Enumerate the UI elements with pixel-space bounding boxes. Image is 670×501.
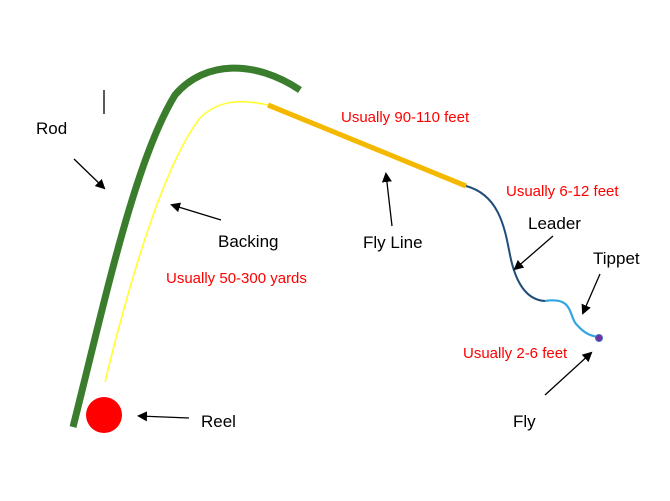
fly-arrow xyxy=(544,351,593,396)
fly-line-label: Fly Line xyxy=(363,233,423,252)
reel-label: Reel xyxy=(201,412,236,431)
leader-line xyxy=(465,185,546,302)
leader-label: Leader xyxy=(528,214,581,233)
tippet-label: Tippet xyxy=(593,249,640,268)
fly-line-length-note: Usually 90-110 feet xyxy=(341,109,470,126)
backing-label: Backing xyxy=(218,232,278,251)
rod xyxy=(69,64,302,428)
rod-arrow xyxy=(73,158,106,190)
backing-arrow xyxy=(170,202,222,221)
tippet-line xyxy=(544,299,599,339)
tippet-arrow xyxy=(581,273,601,315)
backing-length-note: Usually 50-300 yards xyxy=(166,270,307,287)
fly-line-arrow xyxy=(381,172,393,227)
backing-line xyxy=(104,100,269,383)
reel-circle xyxy=(86,397,122,433)
fly-dot xyxy=(595,334,603,342)
reel-arrow xyxy=(137,411,190,422)
fly-line xyxy=(267,102,467,189)
tippet-length-note: Usually 2-6 feet xyxy=(463,345,568,362)
leader-arrow xyxy=(513,235,554,271)
leader-length-note: Usually 6-12 feet xyxy=(506,183,619,200)
rod-label: Rod xyxy=(36,119,67,138)
fly-label: Fly xyxy=(513,412,536,431)
